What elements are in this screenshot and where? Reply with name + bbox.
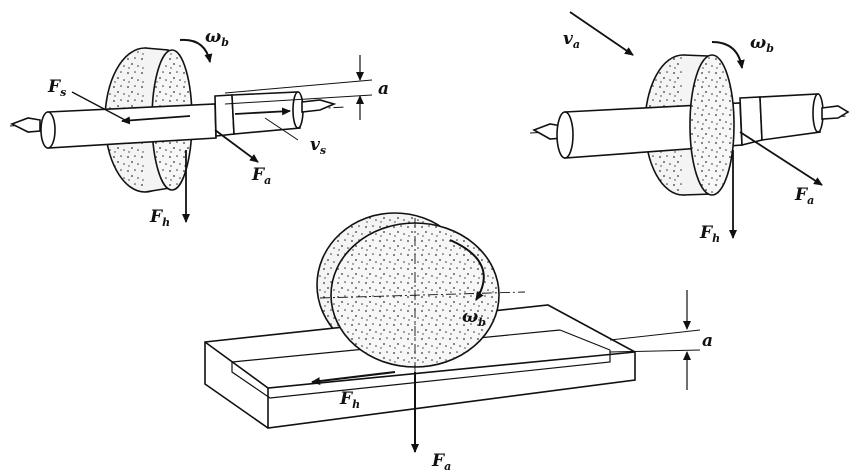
right-va-label: va — [563, 29, 580, 51]
right-right-tip — [821, 105, 850, 120]
left-Fa-label: Fa — [251, 165, 271, 187]
right-omega-arrow — [711, 41, 745, 69]
right-Fa-arrow — [739, 131, 823, 186]
left-omega-label: ωb — [205, 27, 229, 49]
left-Fs-arrow — [121, 115, 191, 125]
right-Fa-label: Fa — [794, 185, 814, 207]
right-va-arrow — [569, 11, 634, 56]
right-shaft-end — [759, 93, 821, 141]
left-center-tip — [10, 117, 41, 133]
left-omega-arrow — [179, 38, 213, 63]
left-vs-label: vs — [310, 135, 326, 157]
right-omega-label: ωb — [750, 33, 774, 55]
bottom-omega-arrow — [449, 239, 485, 301]
left-shaft-step — [214, 94, 235, 137]
bottom-Fa-label: Fa — [431, 451, 451, 473]
bottom-omega-label: ωb — [462, 307, 486, 329]
bottom-assembly — [204, 212, 701, 453]
right-shaft-step — [739, 96, 763, 147]
bottom-a-label: a — [702, 331, 713, 351]
left-assembly — [9, 38, 373, 223]
bottom-Fh-label: Fh — [339, 389, 360, 411]
bottom-Fh-arrow — [311, 371, 396, 386]
left-vs-arrow — [234, 107, 291, 116]
left-a-label: a — [378, 79, 389, 99]
left-right-tip — [301, 99, 337, 113]
left-Fs-label: Fs — [47, 77, 66, 99]
right-assembly — [529, 11, 850, 239]
right-Fh-label: Fh — [699, 223, 720, 245]
left-Fa-arrow — [214, 129, 259, 163]
left-Fh-label: Fh — [149, 207, 170, 229]
